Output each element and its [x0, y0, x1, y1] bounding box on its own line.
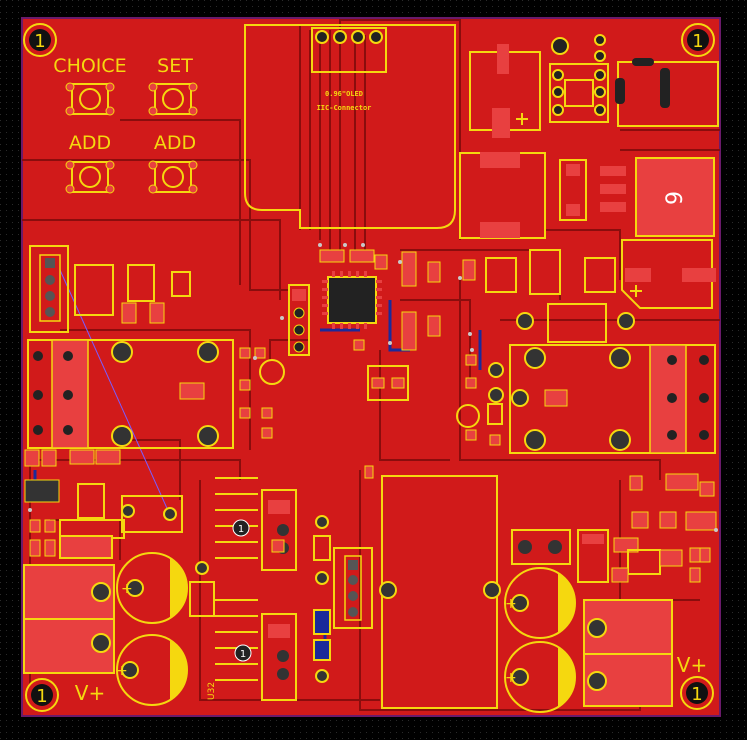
button-add-right: ADD — [148, 132, 198, 194]
jst-connector — [29, 245, 69, 333]
oled-footprint: 0.96"OLED IIC-Connector — [244, 24, 456, 229]
svg-text:1: 1 — [34, 31, 45, 52]
svg-text:+: + — [121, 581, 133, 597]
left-smd-column — [239, 347, 285, 439]
transformer — [379, 475, 501, 709]
right-cluster — [462, 249, 635, 343]
button-set: SET — [148, 55, 198, 116]
airwire — [59, 269, 171, 516]
svg-text:1: 1 — [691, 684, 702, 705]
terminal-right: V+ — [583, 599, 707, 707]
svg-text:1: 1 — [692, 31, 703, 52]
mount-hole-top-right: 1 — [681, 23, 715, 57]
switch-footprint — [549, 34, 609, 123]
label-oled: 0.96"OLED — [325, 90, 363, 98]
label-vplus-right: V+ — [677, 653, 707, 677]
svg-text:+: + — [505, 596, 517, 612]
bottom-left-smd — [24, 449, 183, 559]
button-add-left: ADD — [65, 132, 115, 194]
relay-right — [509, 344, 716, 454]
regulator-group: 1 1 U32 — [207, 477, 331, 701]
relay-left — [27, 339, 234, 449]
label-add-right: ADD — [154, 132, 196, 154]
svg-text:1: 1 — [36, 686, 47, 707]
connector-4pin — [333, 465, 374, 629]
mount-hole-top-left: 1 — [23, 23, 57, 57]
terminal-left: V+ — [23, 564, 115, 705]
left-ic-cluster — [74, 264, 191, 324]
label-u32: U32 — [207, 682, 217, 700]
label-iic: IIC-Connector — [317, 104, 372, 112]
label-choice: CHOICE — [53, 55, 126, 77]
electrolytic-smd — [621, 239, 716, 309]
label-set: SET — [157, 55, 193, 77]
label-add-left: ADD — [69, 132, 111, 154]
inductor-module: 9 — [459, 152, 715, 239]
power-jack — [469, 44, 541, 138]
svg-text:+: + — [505, 670, 517, 686]
svg-text:+: + — [116, 663, 128, 679]
mcu-chip — [322, 271, 382, 329]
mount-hole-bottom-left: 1 — [25, 678, 59, 712]
vias — [28, 243, 718, 532]
dc-connector — [615, 58, 719, 127]
bottom-right-cluster: + + — [504, 473, 717, 713]
capacitors-left: + + — [116, 552, 215, 706]
right-smd-column — [456, 354, 504, 446]
label-test-1a: 1 — [238, 524, 244, 535]
label-test-1b: 1 — [240, 649, 246, 660]
program-header — [288, 284, 310, 356]
mount-hole-bottom-right: 1 — [680, 676, 714, 710]
center-smd — [319, 249, 441, 401]
button-choice: CHOICE — [53, 55, 127, 116]
label-vplus-left: V+ — [75, 681, 105, 705]
label-9: 9 — [663, 191, 688, 205]
mounting-holes: 1 1 1 1 — [23, 23, 715, 712]
